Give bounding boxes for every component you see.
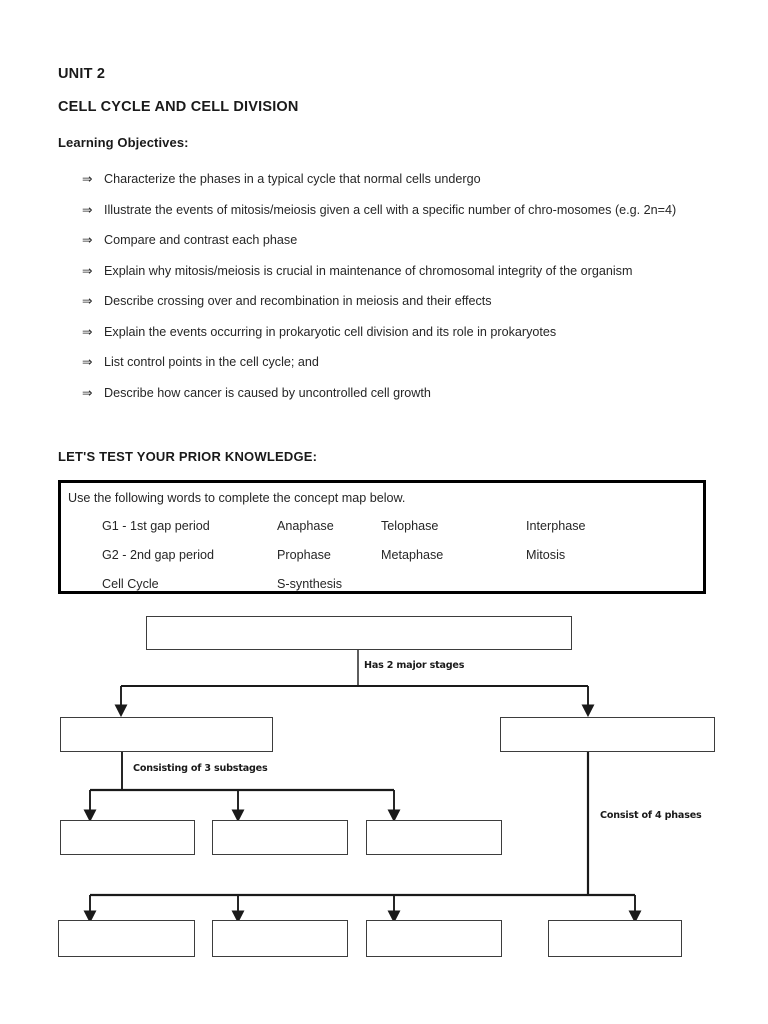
page-title: CELL CYCLE AND CELL DIVISION [58, 99, 299, 115]
double-arrow-bullet-icon: ⇒ [82, 385, 93, 400]
objective-text: Explain why mitosis/meiosis is crucial i… [104, 263, 633, 278]
list-item: ⇒ Describe how cancer is caused by uncon… [82, 384, 682, 403]
word-bank-row: Cell Cycle S-synthesis [61, 577, 703, 606]
word-bank-term: G1 - 1st gap period [102, 519, 210, 533]
connector-label-has-2-major-stages: Has 2 major stages [364, 660, 465, 671]
objective-text: Describe crossing over and recombination… [104, 294, 492, 308]
word-bank-term: S-synthesis [277, 577, 343, 591]
objective-text: Compare and contrast each phase [104, 233, 298, 247]
list-item: ⇒ Compare and contrast each phase [82, 231, 682, 250]
list-item: ⇒ List control points in the cell cycle;… [82, 353, 682, 372]
word-bank-term: Telophase [381, 519, 439, 533]
phase-box-1[interactable] [58, 920, 195, 957]
phase-box-3[interactable] [366, 920, 502, 957]
substage-box-2[interactable] [212, 820, 348, 855]
double-arrow-bullet-icon: ⇒ [82, 233, 93, 247]
phase-box-2[interactable] [212, 920, 348, 957]
concept-map-connectors [83, 650, 642, 924]
substage-box-3[interactable] [366, 820, 502, 855]
word-bank-term: Interphase [526, 519, 586, 533]
double-arrow-bullet-icon: ⇒ [82, 324, 93, 339]
root-box[interactable] [146, 616, 572, 650]
double-arrow-bullet-icon: ⇒ [82, 355, 93, 369]
objective-text: Illustrate the events of mitosis/meiosis… [104, 202, 677, 217]
objective-text: Explain the events occurring in prokaryo… [104, 324, 557, 339]
word-bank-term: Metaphase [381, 548, 444, 562]
stage-box-right[interactable] [500, 717, 715, 752]
substage-box-1[interactable] [60, 820, 195, 855]
double-arrow-bullet-icon: ⇒ [82, 172, 93, 186]
double-arrow-bullet-icon: ⇒ [82, 294, 93, 308]
prior-knowledge-heading: LET'S TEST YOUR PRIOR KNOWLEDGE: [58, 449, 318, 464]
word-bank-row: G2 - 2nd gap period Prophase Metaphase M… [61, 548, 703, 577]
list-item: ⇒ Characterize the phases in a typical c… [82, 170, 682, 189]
word-bank-term: G2 - 2nd gap period [102, 548, 215, 562]
word-bank-panel: Use the following words to complete the … [58, 480, 706, 594]
word-bank-row: G1 - 1st gap period Anaphase Telophase I… [61, 519, 703, 548]
learning-objectives-heading: Learning Objectives: [58, 135, 189, 150]
double-arrow-bullet-icon: ⇒ [82, 263, 93, 278]
objective-text: List control points in the cell cycle; a… [104, 355, 319, 369]
stage-box-left[interactable] [60, 717, 273, 752]
word-bank-grid: G1 - 1st gap period Anaphase Telophase I… [61, 519, 703, 606]
objective-text: Describe how cancer is caused by uncontr… [104, 385, 431, 400]
word-bank-term: Prophase [277, 548, 331, 562]
word-bank-term: Anaphase [277, 519, 334, 533]
word-bank-term: Cell Cycle [102, 577, 159, 591]
learning-objectives-list: ⇒ Characterize the phases in a typical c… [82, 170, 682, 414]
word-bank-instruction: Use the following words to complete the … [68, 491, 406, 505]
connector-label-consist-of-4-phases: Consist of 4 phases [600, 810, 702, 821]
list-item: ⇒ Describe crossing over and recombinati… [82, 292, 682, 311]
list-item: ⇒ Explain why mitosis/meiosis is crucial… [82, 262, 682, 281]
double-arrow-bullet-icon: ⇒ [82, 202, 93, 217]
word-bank-term: Mitosis [526, 548, 566, 562]
unit-title: UNIT 2 [58, 66, 106, 82]
connector-label-consisting-of-3-substages: Consisting of 3 substages [133, 763, 268, 774]
list-item: ⇒ Explain the events occurring in prokar… [82, 323, 682, 342]
objective-text: Characterize the phases in a typical cyc… [104, 172, 481, 186]
phase-box-4[interactable] [548, 920, 682, 957]
list-item: ⇒ Illustrate the events of mitosis/meios… [82, 201, 682, 220]
concept-map: Has 2 major stages Consisting of 3 subst… [0, 600, 768, 1000]
